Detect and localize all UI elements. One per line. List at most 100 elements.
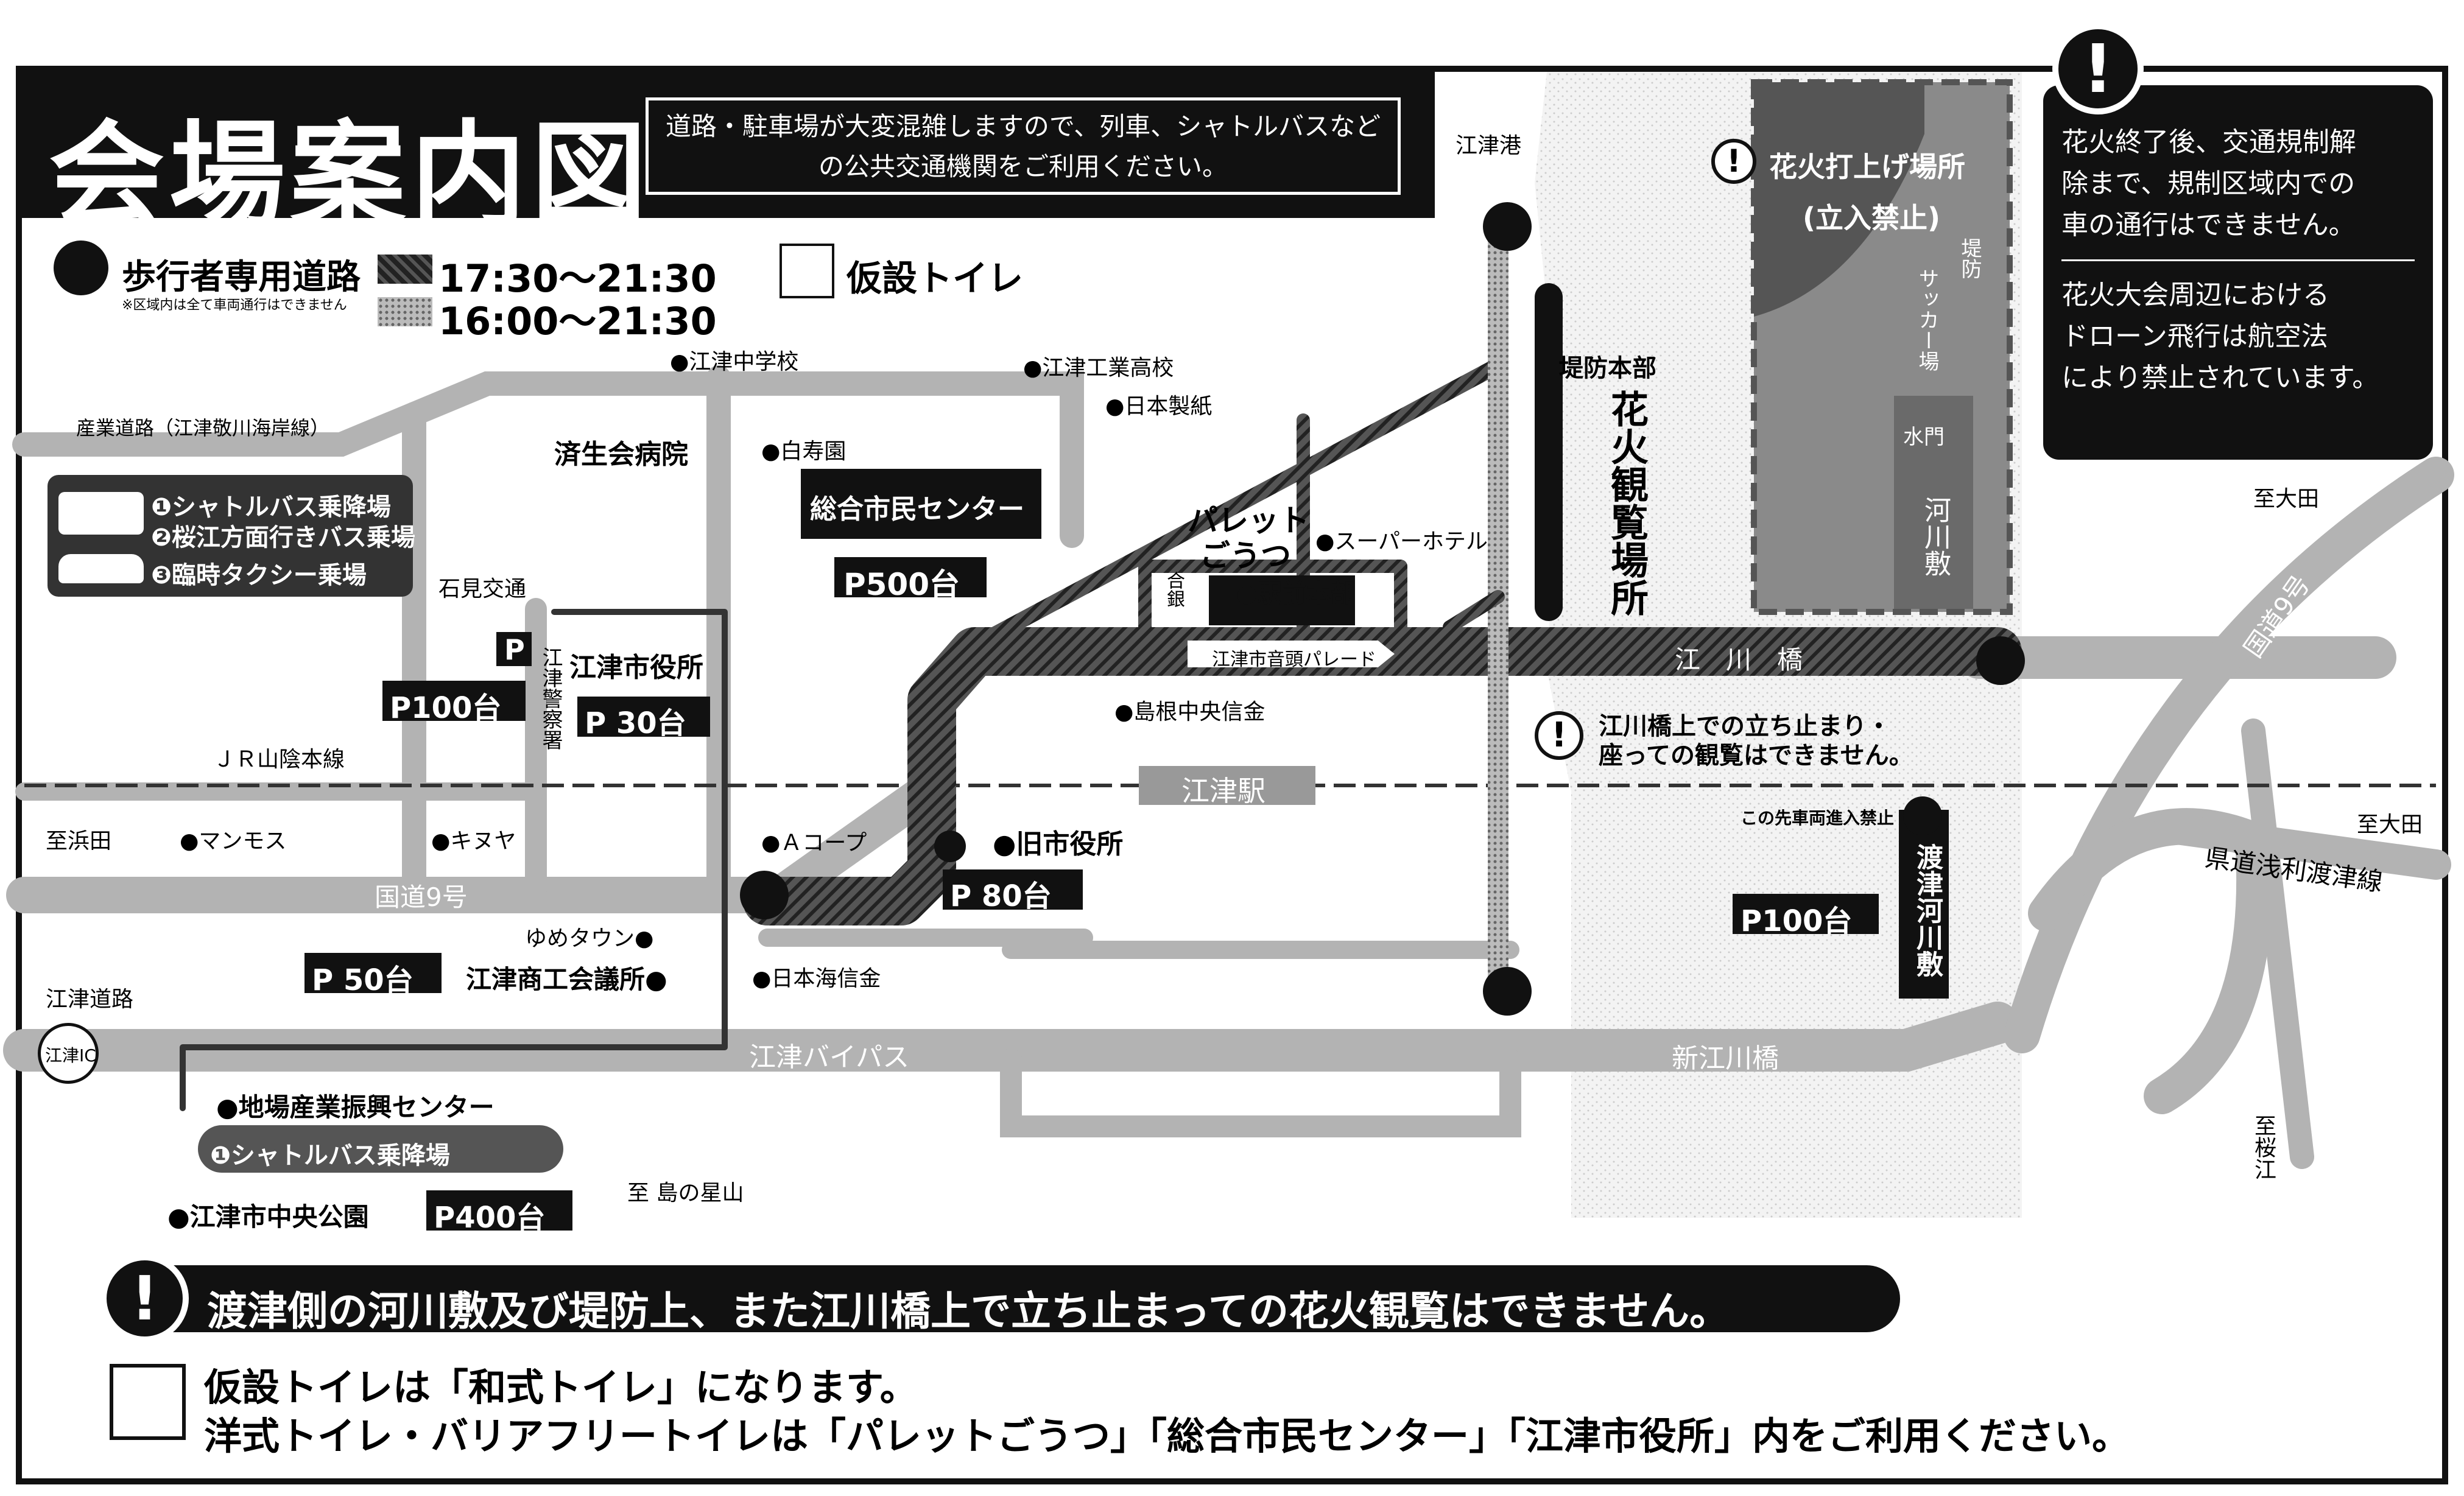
p500-badge	[834, 557, 987, 597]
bottom-toilet-line-1: 仮設トイレは「和式トイレ」になります。	[204, 1365, 918, 1410]
taxi-icon	[58, 554, 144, 583]
bottom-toilet-icon	[110, 1364, 186, 1440]
label-shimane-shinkin: ●島根中央信金	[1114, 700, 1265, 725]
label-hakujuen: ●白寿園	[761, 439, 847, 464]
label-to-shimanohoshi: 至 島の星山	[627, 1181, 744, 1206]
label-palette-2: ごうつ	[1200, 538, 1291, 574]
fireworks-label-2: (立入禁止)	[1803, 202, 1941, 234]
notice-line: 道路・駐車場が大変混雑しますので、列車、シャトルバスなど	[665, 111, 1381, 141]
label-police: 江津警察署	[538, 647, 563, 750]
label-to-ota-1: 至大田	[2253, 486, 2320, 511]
bottom-warning-bar	[110, 1265, 1900, 1332]
label-to-hamada: 至浜田	[46, 829, 112, 854]
label-chamber: 江津商工会議所●	[466, 964, 667, 994]
label-mammoth: ●マンモス	[180, 829, 287, 854]
bridge-notice-line-1: 江川橋上での立ち止まり・	[1599, 712, 1891, 740]
pedestrian-icon	[740, 871, 789, 919]
parade-arrow	[1188, 641, 1395, 667]
bottom-warning-icon: !	[100, 1254, 189, 1343]
legend-pedestrian-label: 歩行者専用道路	[122, 258, 361, 297]
page-title: 会場案内図	[49, 109, 652, 244]
label-p500: P500台	[843, 567, 960, 602]
fireworks-warning-icon: !	[1711, 139, 1756, 184]
pedestrian-icon	[934, 831, 966, 862]
label-old-city-hall: ●旧市役所	[993, 829, 1124, 860]
route9-road	[6, 712, 944, 913]
label-suimon: 水門	[1903, 425, 1945, 449]
label-teibou: 堤防	[1957, 237, 1982, 279]
legend-swatch-light	[378, 297, 432, 326]
label-to-ota-2: 至大田	[2357, 812, 2423, 837]
right-notice-line: 花火終了後、交通規制解	[2061, 127, 2356, 158]
right-notice-line: ドローン飛行は航空法	[2061, 321, 2328, 352]
label-parade: 江津市音頭パレード	[1212, 649, 1376, 670]
label-city-hall: 江津市役所	[569, 652, 703, 683]
watazu-riverbed-box	[1899, 810, 1949, 999]
label-gogin: 合銀	[1163, 571, 1184, 608]
sogo-center-box	[801, 469, 1041, 539]
fireworks-launch-area	[1754, 82, 1924, 317]
legend-swatch-dark	[378, 255, 432, 284]
label-central-park: ●江津市中央公園	[167, 1202, 369, 1232]
label-p50: P 50台	[312, 963, 414, 997]
p100b-badge	[1733, 894, 1879, 934]
label-shin-gogawa: 新江川橋	[1672, 1043, 1779, 1074]
pedestrian-icon	[1483, 967, 1532, 1016]
bus-route	[180, 609, 728, 1111]
station-box	[1139, 766, 1315, 805]
prefectural-road	[2153, 813, 2451, 880]
label-gogawa-bridge: 江 川 橋	[1675, 645, 1803, 675]
label-kinuya: ●キヌヤ	[431, 829, 516, 854]
right-notice-panel: 花火終了後、交通規制解 除まで、規制区域内での 車の通行はできません。 花火大会…	[2043, 85, 2433, 460]
label-youme: ゆめタウン●	[525, 926, 654, 951]
viewing-area-pill	[1535, 283, 1563, 621]
label-super-hotel: ●スーパーホテル	[1315, 529, 1488, 554]
label-technical-high: ●江津工業高校	[1023, 356, 1174, 381]
label-bypass: 江津バイパス	[749, 1042, 910, 1073]
label-nihonkai-shinkin: ●日本海信金	[752, 966, 881, 991]
p50-badge	[304, 953, 442, 993]
label-to-sakurae: 至桜江	[2251, 1114, 2276, 1180]
label-gotsu-port: 江津港	[1456, 133, 1522, 158]
pedestrian-icon	[1483, 202, 1532, 251]
east-local	[2241, 718, 2314, 1169]
right-notice-text-2: 花火大会周辺における ドローン飛行は航空法 により禁止されています。	[2061, 275, 2415, 399]
legend-pedestrian-icon	[54, 241, 108, 295]
bus-line-1: ❶シャトルバス乗降場	[151, 493, 391, 521]
label-junior-high: ●江津中学校	[670, 349, 799, 374]
right-notice-line: 車の通行はできません。	[2061, 209, 2356, 241]
bus-icon	[58, 492, 144, 535]
city-hall-p-badge	[496, 632, 532, 666]
p400-badge	[426, 1190, 572, 1231]
label-shuttle-stop: ❶シャトルバス乗降場	[210, 1142, 450, 1170]
label-teibou-honbu: 堤防本部	[1559, 354, 1656, 382]
p80-badge	[943, 869, 1083, 910]
label-sangyo-road: 産業道路（江津敬川海岸線）	[76, 416, 330, 440]
warning-icon: !	[2052, 23, 2144, 114]
bridge-warning-icon: !	[1535, 711, 1583, 760]
right-notice-line: 除まで、規制区域内での	[2061, 168, 2356, 199]
right-notice-line: 花火大会周辺における	[2061, 279, 2329, 311]
label-p400: P400台	[434, 1201, 546, 1235]
bridge-notice-line-2: 座っての観覧はできません。	[1599, 742, 1913, 770]
pedestrian-icon	[1976, 636, 2025, 685]
label-sogo-center: 総合市民センター	[810, 494, 1024, 525]
label-gotsu-ic: 江津IC	[45, 1045, 96, 1066]
label-gotsu-station: 江津駅	[1181, 774, 1265, 807]
label-jiba-center: ●地場産業振興センター	[216, 1092, 495, 1122]
p30-badge	[577, 697, 710, 737]
notice-line: の公共交通機関をご利用ください。	[818, 152, 1228, 181]
gotsu-ic-circle	[38, 1023, 99, 1084]
right-notice-divider	[2061, 259, 2415, 261]
label-watazu-kasenjiki: 渡津河川敷	[1912, 843, 1943, 977]
label-viewing-area: 花火観覧場所	[1604, 390, 1649, 616]
label-palette-1: パレット	[1188, 503, 1309, 538]
label-p80: P 80台	[950, 879, 1052, 913]
legend-pedestrian-note: ※区域内は全て車両通行はできません	[122, 298, 347, 313]
route9-east	[2004, 457, 2454, 1053]
pedestrian-road-main	[743, 627, 2022, 925]
shuttle-stop-box	[198, 1125, 563, 1173]
label-iwami-kotsu: 石見交通	[438, 577, 527, 602]
pedestrian-road-east	[1443, 590, 1505, 634]
